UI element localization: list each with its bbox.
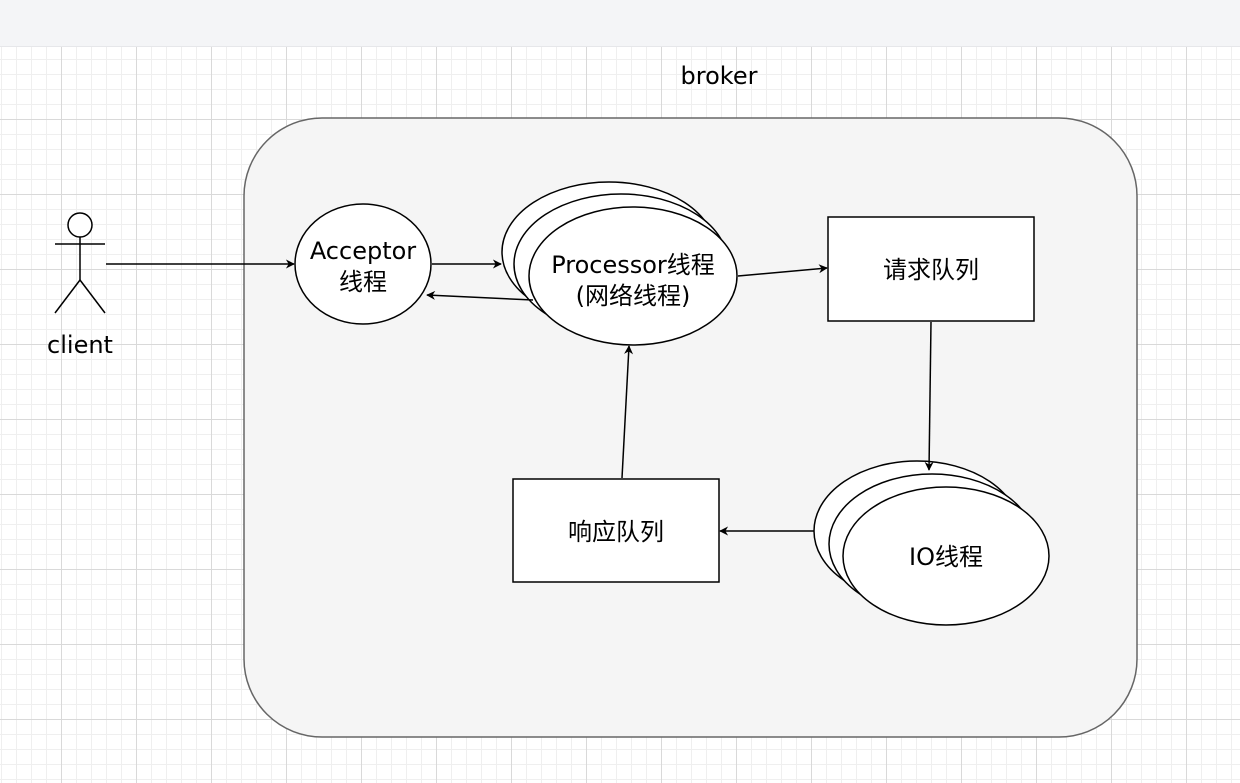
edge-request-queue-to-io[interactable]	[924, 321, 934, 471]
client-head	[67, 212, 93, 238]
broker-label: broker	[681, 62, 758, 90]
request-queue-node[interactable]	[827, 216, 1035, 322]
io-stack-front	[842, 486, 1050, 626]
toolbar-area	[0, 0, 1240, 47]
acceptor-label-line2: 线程	[339, 268, 387, 296]
processor-label-line2: (网络线程)	[576, 282, 691, 310]
response-queue-node[interactable]	[512, 478, 720, 583]
edge-response-queue-to-processor[interactable]	[621, 345, 634, 479]
request-queue-label: 请求队列	[883, 256, 979, 284]
acceptor-node[interactable]	[294, 203, 432, 325]
response-queue-label: 响应队列	[568, 518, 664, 546]
processor-stack-front	[528, 206, 738, 346]
client-actor[interactable]	[54, 212, 106, 314]
processor-label-line1: Processor线程	[551, 251, 715, 279]
edge-processor-to-acceptor[interactable]	[426, 290, 534, 301]
acceptor-label-line1: Acceptor	[310, 237, 416, 265]
client-label: client	[47, 331, 113, 359]
client-leg-left	[54, 279, 81, 314]
processor-node[interactable]	[501, 181, 738, 346]
io-thread-label: IO线程	[909, 543, 983, 571]
client-leg-right	[79, 279, 106, 314]
io-thread-node[interactable]	[813, 460, 1050, 626]
edge-processor-to-request-queue[interactable]	[737, 264, 828, 277]
